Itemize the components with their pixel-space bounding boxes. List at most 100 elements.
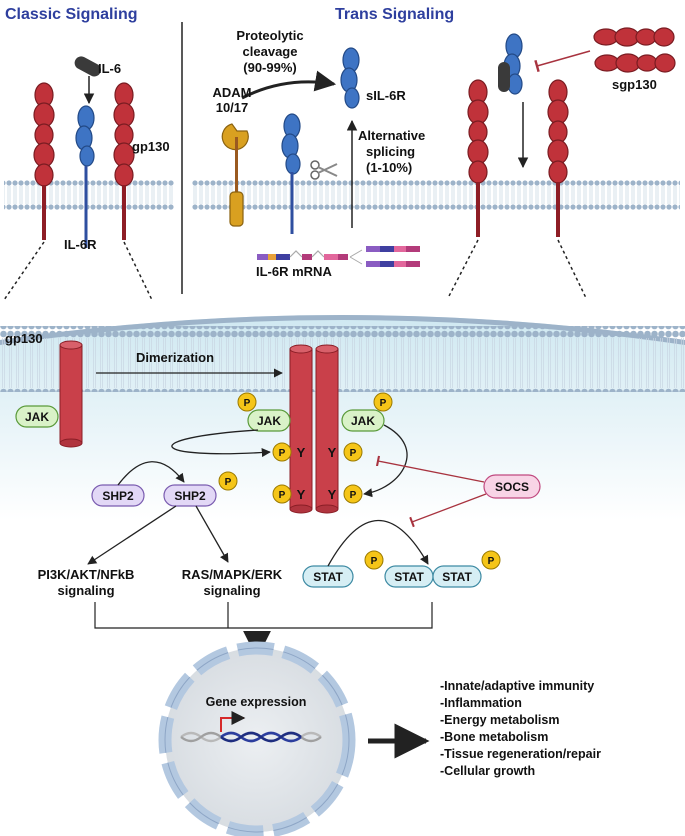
cell-membrane [0,326,685,392]
classic-gp130-label: gp130 [132,139,170,154]
trans-membrane [192,180,680,210]
trans-signaling-header: Trans Signaling [335,6,454,23]
ras-label-2: signaling [203,583,260,598]
classic-il6r-receptor [75,105,95,248]
trans-gp130-left [467,79,489,238]
membrane-gp130-label: gp130 [5,331,43,346]
outcome-3: -Energy metabolism [440,713,559,727]
tyrosine-y1: Y [297,445,306,460]
classic-il6-label: IL-6 [98,61,121,76]
transcription-start-arrow [220,711,246,732]
phospho-stat-right: P [481,550,501,570]
classic-signaling-header: Classic Signaling [5,6,137,23]
sgp130-inhibition [534,50,591,73]
stat-inactive: STAT [302,565,354,588]
outcome-5: -Tissue regeneration/repair [440,747,601,761]
cleavage-label-1: Proteolytic [236,28,303,43]
phospho-y1: P [272,442,292,462]
svg-text:P: P [279,448,286,459]
sil6r-label: sIL-6R [366,88,406,103]
phospho-jak-left: P [237,392,257,412]
tyrosine-y3: Y [297,487,306,502]
sgp130-decoy [593,27,676,73]
adam-label-2: 10/17 [216,100,249,115]
cleavage-label-3: (90-99%) [243,60,296,75]
svg-text:P: P [350,490,357,501]
pi3k-label-1: PI3K/AKT/NFkB [38,567,135,582]
trans-il6-ligand [498,62,510,92]
zoom-line-left-2 [123,241,153,301]
svg-text:SOCS: SOCS [495,480,529,494]
outer-leaflet [0,315,685,345]
svg-text:P: P [225,477,232,488]
sgp130-label: sgp130 [612,77,657,92]
pi3k-label-2: signaling [57,583,114,598]
adam-label-1: ADAM [213,85,252,100]
dimer-gp130 [289,344,339,514]
svg-text:JAK: JAK [257,414,281,428]
ras-label-1: RAS/MAPK/ERK [182,567,283,582]
classic-il6-ligand [74,56,101,77]
socs-inhibition-stat [409,493,487,528]
phospho-y3: P [272,484,292,504]
trans-membrane-il6r [281,113,301,234]
arrow-pi3k [87,505,177,565]
zoom-line-left-1 [3,241,45,301]
classic-membrane [4,180,174,210]
monomer-gp130 [59,340,83,448]
svg-text:SHP2: SHP2 [174,489,206,503]
convergence-bracket [94,602,433,629]
sil6r-soluble-receptor [340,47,360,109]
svg-text:P: P [371,556,378,567]
stat-activation-arrow [327,519,429,567]
jak-left-monomer: JAK [15,405,59,428]
phospho-jak-right: P [373,392,393,412]
il6r-mrna [257,246,420,267]
shp2-activation-arrow [117,461,185,486]
tyrosine-y4: Y [328,487,337,502]
splicing-label-2: splicing [366,144,415,159]
shp2-inactive: SHP2 [91,484,145,507]
svg-text:P: P [380,398,387,409]
classic-gp130-right [113,82,135,241]
phospho-shp2: P [218,471,238,491]
trans-gp130-right [547,79,569,238]
cleavage-arrow [241,70,337,100]
shp2-active: SHP2 [163,484,217,507]
phospho-stat-left: P [364,550,384,570]
phospho-y2: P [343,442,363,462]
splicing-label-3: (1-10%) [366,160,412,175]
gene-expression-label: Gene expression [206,695,307,709]
zoom-line-right-1 [447,239,479,299]
socs: SOCS [483,474,541,499]
socs-inhibition-jak [375,455,485,483]
zoom-line-right-2 [557,239,587,299]
outcome-4: -Bone metabolism [440,730,548,744]
dna-helix [180,731,322,743]
outcome-1: -Innate/adaptive immunity [440,679,594,693]
svg-text:P: P [488,556,495,567]
dimerization-label: Dimerization [136,350,214,365]
tyrosine-y2: Y [328,445,337,460]
outcome-6: -Cellular growth [440,764,535,778]
stat-dimer-right: STAT [432,565,482,588]
svg-text:STAT: STAT [442,570,472,584]
svg-text:STAT: STAT [313,570,343,584]
svg-text:JAK: JAK [25,410,49,424]
svg-text:JAK: JAK [351,414,375,428]
phospho-y4: P [343,484,363,504]
classic-il6r-label: IL-6R [64,237,97,252]
svg-text:P: P [350,448,357,459]
jak-dimer-left: JAK [247,409,291,432]
svg-text:P: P [244,398,251,409]
svg-text:P: P [279,490,286,501]
mrna-label: IL-6R mRNA [256,264,332,279]
arrow-ras [195,505,229,563]
jak-dimer-right: JAK [341,409,385,432]
adam-protease [221,123,249,227]
outcome-2: -Inflammation [440,696,522,710]
svg-text:STAT: STAT [394,570,424,584]
stat-dimer-left: STAT [384,565,434,588]
